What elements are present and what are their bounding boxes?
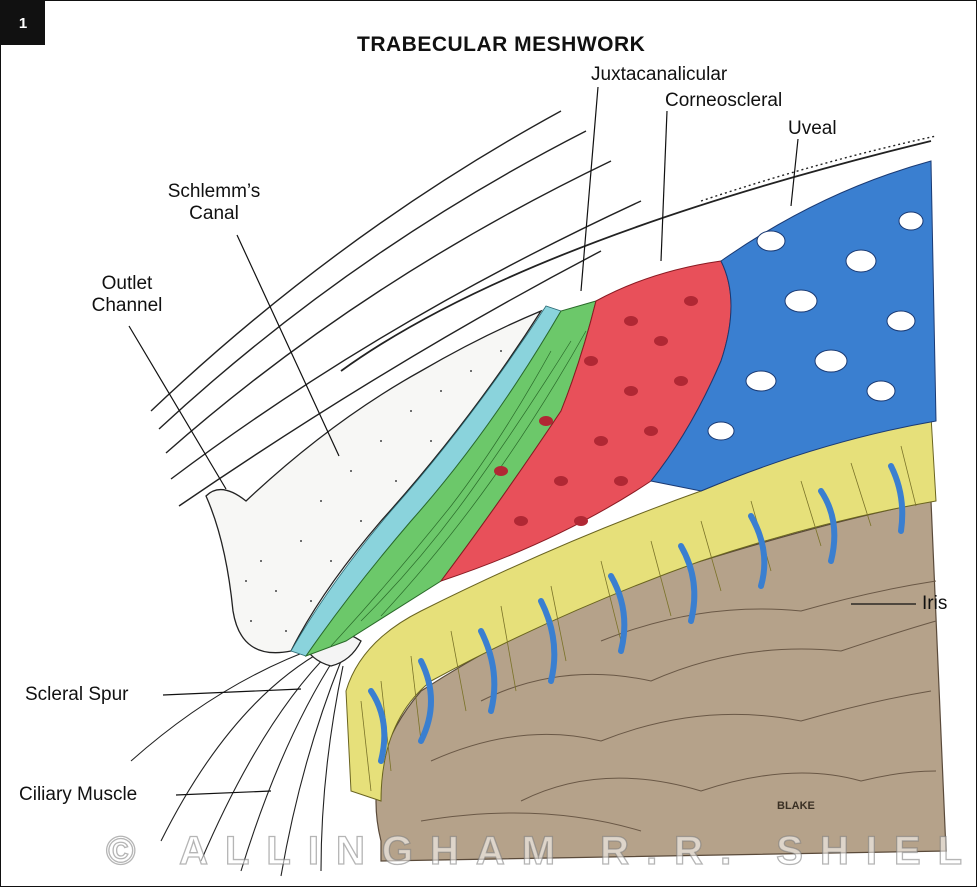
canal-stipple: [245, 350, 502, 632]
copyright-watermark: © ALLINGHAM R.R. SHIELDS: [105, 828, 977, 873]
leader-lines: [128, 86, 916, 796]
figure-title: TRABECULAR MESHWORK: [357, 33, 646, 56]
corneoscleral-pores: [494, 296, 698, 526]
figure-number-badge: 1: [1, 1, 45, 45]
signature-text: BLAKE: [777, 800, 815, 812]
uveal-strands: [368, 463, 906, 764]
label-corneoscleral: Corneoscleral: [665, 90, 783, 111]
label-ciliary-muscle: Ciliary Muscle: [19, 784, 138, 805]
label-iris: Iris: [922, 593, 948, 614]
uveal-region: [650, 160, 937, 492]
label-schlemms-canal: Schlemm’s Canal: [161, 181, 267, 225]
ciliary-processes: [345, 415, 937, 802]
label-juxtacanalicular: Juxtacanalicular: [591, 64, 728, 85]
sclera-lines: [150, 110, 937, 507]
iris-texture: [420, 580, 937, 832]
uveal-holes: [707, 211, 924, 441]
schlemms-canal: [205, 309, 543, 654]
label-schlemms-canal-line1: Schlemm’s: [167, 181, 261, 202]
label-outlet-channel: Outlet Channel: [75, 273, 179, 317]
label-outlet-channel-line1: Outlet: [101, 273, 153, 294]
artist-signature: BLAKE: [777, 800, 815, 812]
label-scleral-spur: Scleral Spur: [25, 684, 129, 705]
label-schlemms-canal-line2: Canal: [189, 203, 239, 224]
label-outlet-channel-line2: Channel: [91, 295, 163, 316]
juxtacanalicular-cells: [330, 330, 587, 647]
label-uveal: Uveal: [788, 118, 837, 139]
